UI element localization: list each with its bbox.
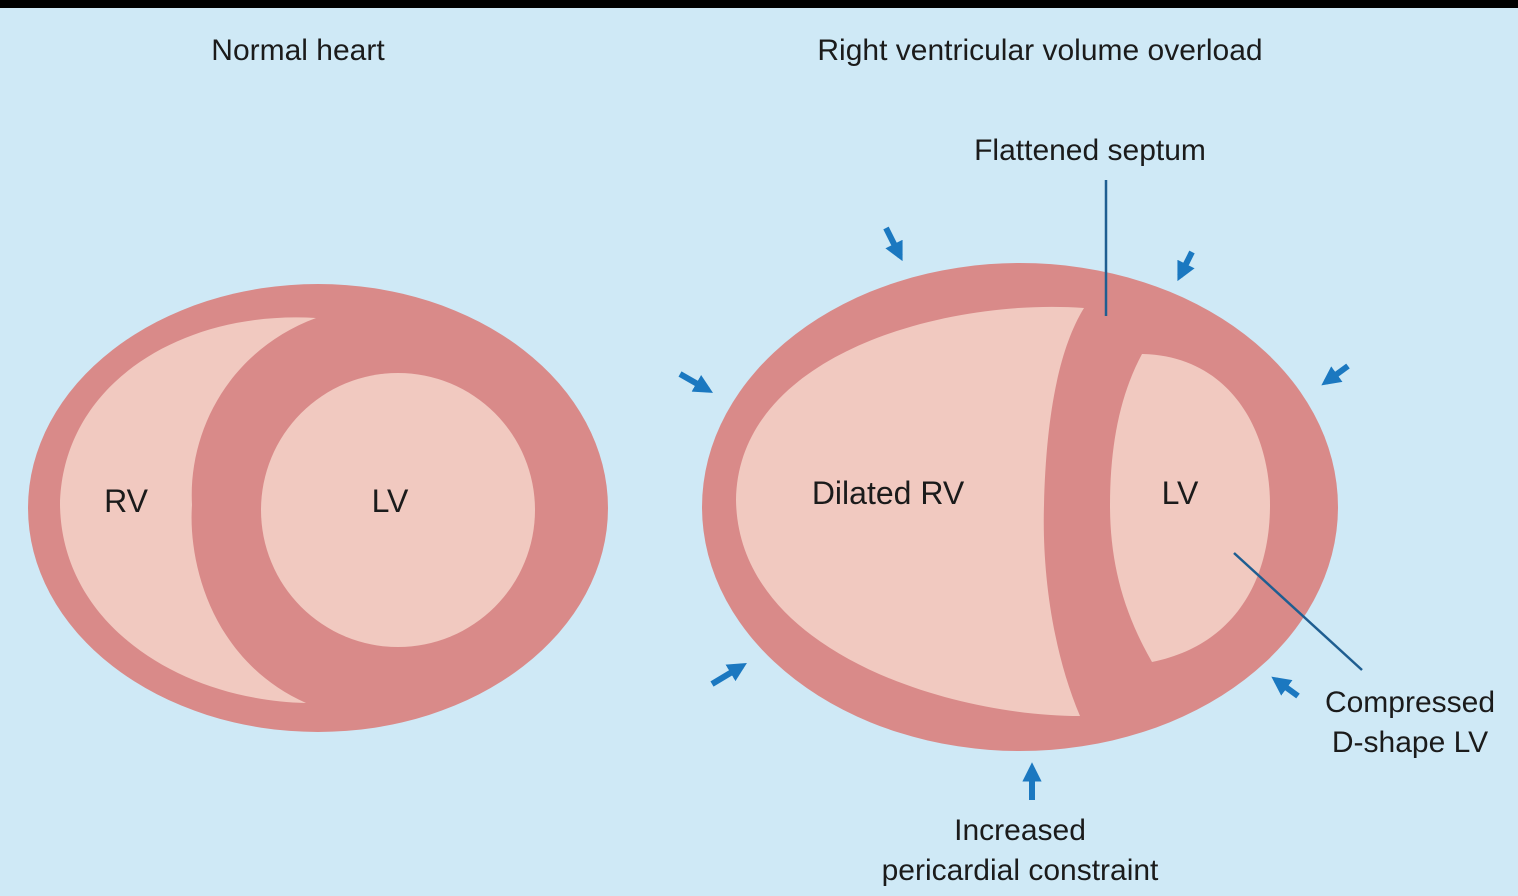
pericardium-annotation-line2: pericardial constraint [882, 854, 1159, 887]
septum-annotation: Flattened septum [974, 134, 1206, 167]
dilated-rv-label: Dilated RV [812, 475, 965, 511]
arrow-icon [1326, 366, 1348, 382]
title-normal-heart: Normal heart [211, 34, 385, 67]
overload-lv-label: LV [1162, 475, 1199, 511]
lv-annotation-line1: Compressed [1325, 686, 1495, 719]
normal-lv-label: LV [372, 483, 409, 519]
arrow-icon [680, 374, 708, 390]
arrow-icon [1180, 252, 1192, 276]
title-rv-overload: Right ventricular volume overload [817, 34, 1262, 67]
pericardium-annotation-line1: Increased [954, 814, 1086, 847]
lv-annotation-line2: D-shape LV [1332, 726, 1488, 759]
normal-heart: RV LV [28, 284, 608, 732]
arrow-icon [1276, 680, 1298, 696]
arrow-icon [712, 666, 742, 684]
overload-heart: Dilated RV LV [702, 263, 1338, 751]
normal-rv-label: RV [104, 483, 149, 519]
arrow-icon [886, 228, 900, 256]
